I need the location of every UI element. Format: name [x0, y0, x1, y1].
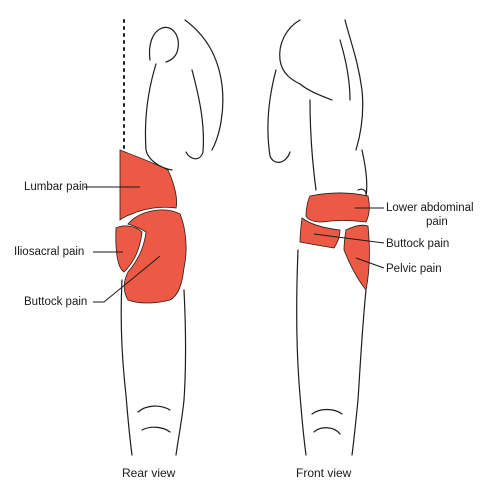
front-shoulder-outline	[345, 20, 363, 150]
label-lower-abdominal-line2: pain	[426, 215, 448, 229]
rear-back-outline	[145, 64, 172, 170]
rear-leg-left-outline	[121, 280, 132, 455]
label-pelvic-pain: Pelvic pain	[386, 262, 442, 276]
rear-knee-outline	[138, 406, 170, 412]
front-belly-outline	[358, 150, 367, 196]
front-shin-outline	[314, 428, 340, 434]
rear-arm-outline	[186, 70, 203, 159]
front-knee-outline	[312, 410, 342, 415]
front-arm-outline	[268, 70, 290, 162]
rear-shoulder-outline	[185, 20, 223, 150]
rear-calf-outline	[142, 427, 170, 432]
rear-leg-right-outline	[176, 290, 186, 455]
front-torso-outline	[310, 100, 316, 190]
front-view-figure	[268, 20, 384, 455]
caption-rear-view: Rear view	[122, 466, 175, 480]
label-buttock-pain-rear: Buttock pain	[24, 295, 87, 309]
label-lower-abdominal-line1: Lower abdominal	[386, 201, 474, 215]
front-leg-left-outline	[297, 250, 306, 455]
label-lumbar-pain: Lumbar pain	[24, 180, 88, 194]
buttock-pain-region-front	[300, 218, 340, 248]
label-iliosacral-pain: Iliosacral pain	[14, 245, 84, 259]
rear-view-figure	[84, 20, 223, 455]
front-leg-right-outline	[352, 290, 366, 455]
front-head-outline	[280, 20, 300, 84]
label-buttock-pain-front: Buttock pain	[386, 237, 449, 251]
rear-head-outline	[150, 27, 179, 62]
front-chest-outline	[300, 40, 350, 100]
caption-front-view: Front view	[296, 466, 351, 480]
lumbar-pain-region	[120, 150, 177, 220]
pelvic-pain-region	[344, 225, 369, 290]
